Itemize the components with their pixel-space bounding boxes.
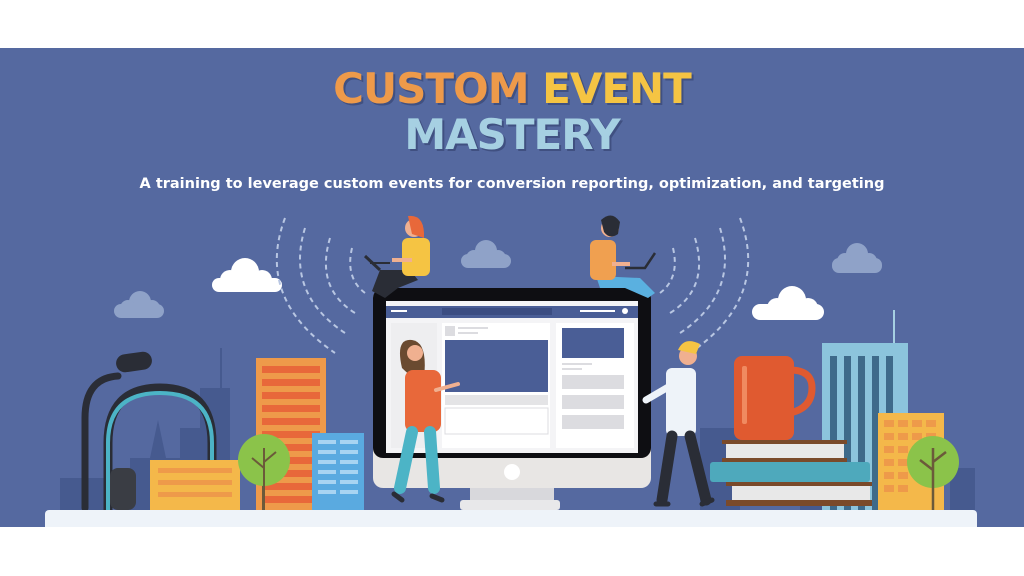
tree-icon (238, 434, 290, 510)
building-yellow-left (150, 460, 240, 510)
signal-arcs-right (659, 217, 750, 354)
title-word-custom: CUSTOM (333, 64, 529, 113)
signal-arcs-left (275, 217, 366, 354)
cloud-icon (212, 258, 282, 292)
cloud-icon (752, 286, 824, 320)
man-with-laptop-figure (590, 215, 657, 298)
cloud-icon (114, 291, 164, 318)
subtitle: A training to leverage custom events for… (139, 176, 885, 192)
woman-with-laptop-figure (363, 215, 430, 298)
man-holding-monitor-figure (642, 341, 715, 507)
tree-icon (907, 436, 959, 510)
title-line-1: CUSTOM EVENT (0, 66, 1024, 112)
woman-pointing-figure (391, 339, 460, 503)
coffee-mug-icon (734, 356, 816, 440)
desk-lamp-icon (81, 351, 152, 512)
cloud-icon (832, 243, 882, 273)
illustration (60, 215, 975, 512)
hero-banner: CUSTOM EVENT MASTERY A training to lever… (0, 48, 1024, 527)
title-line-2: MASTERY (404, 110, 620, 159)
ground-strip (45, 510, 977, 527)
monitor-icon (373, 288, 651, 510)
building-blue (312, 433, 364, 510)
cloud-icon (461, 240, 511, 268)
title-word-event: EVENT (542, 64, 692, 113)
book-stack-icon (710, 440, 872, 506)
